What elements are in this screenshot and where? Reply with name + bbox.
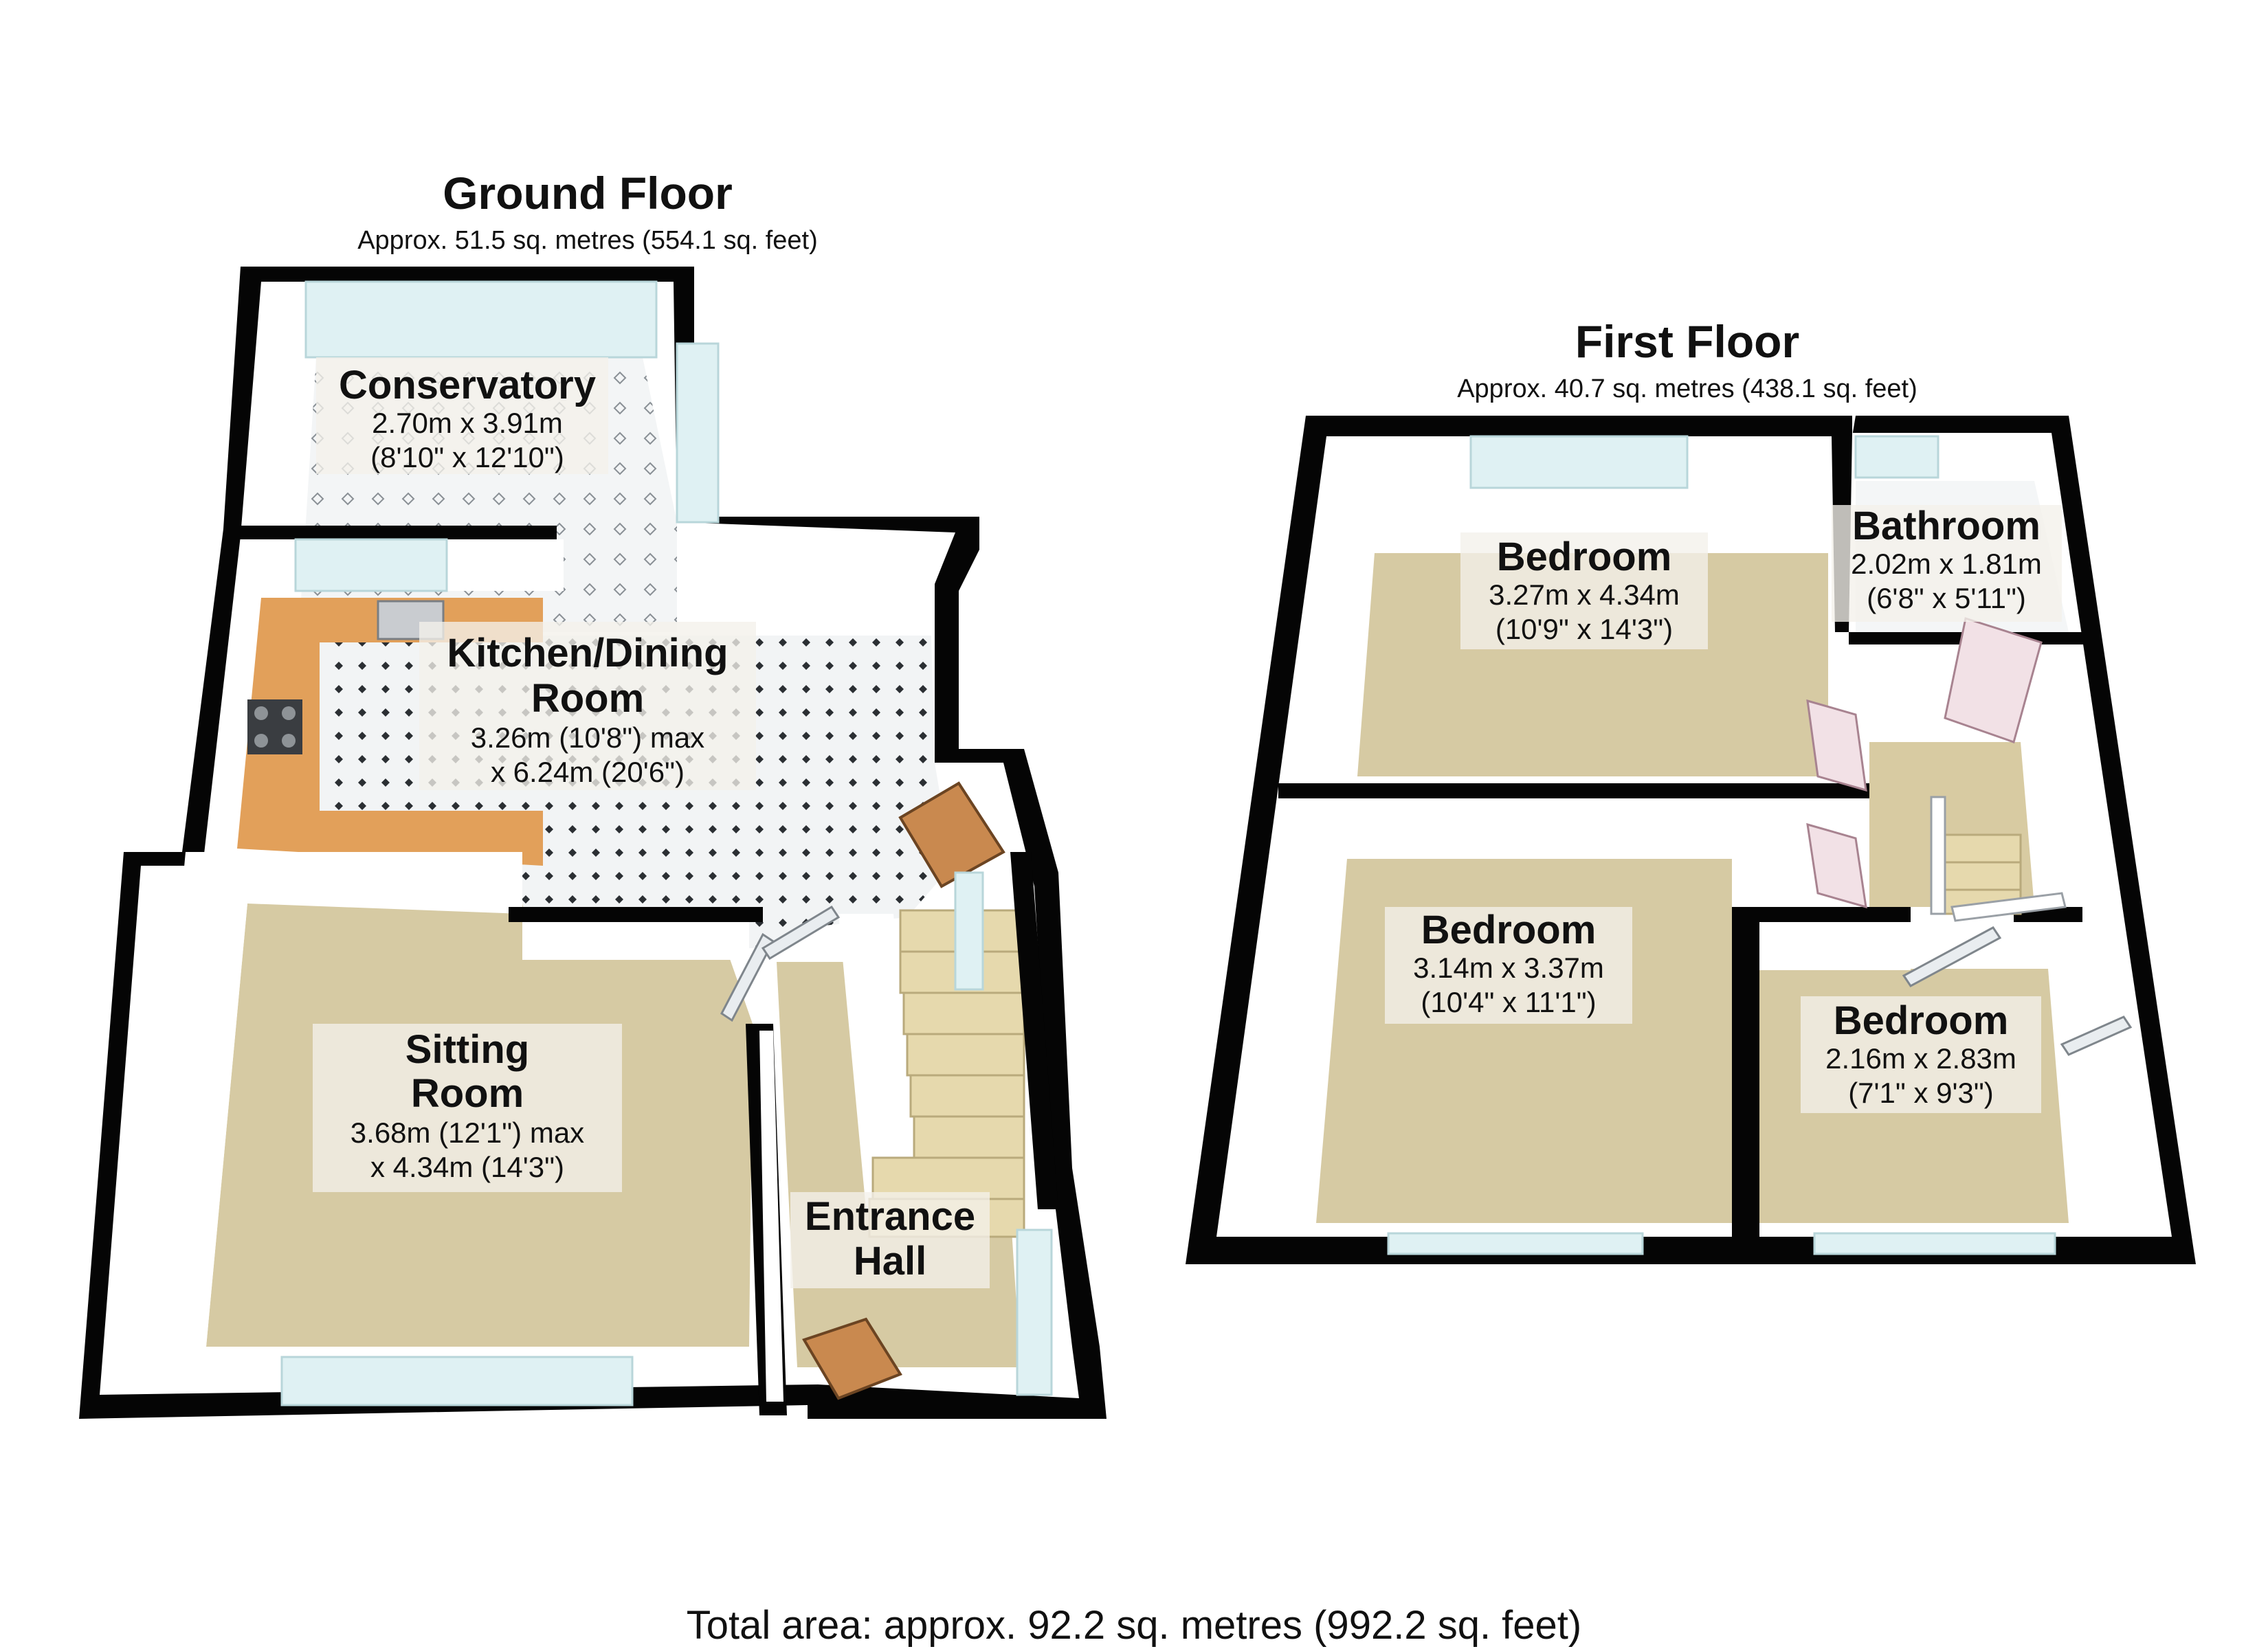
bedroom-1-dim-metric: 3.27m x 4.34m xyxy=(1489,579,1680,611)
ground-floor-area: Approx. 51.5 sq. metres (554.1 sq. feet) xyxy=(357,226,818,255)
conservatory-kitchen-wall xyxy=(227,526,557,539)
bedroom-3-window xyxy=(1813,1232,2056,1255)
entrance-hall-label: Entrance Hall xyxy=(790,1192,990,1288)
kitchen-side-window xyxy=(954,871,984,991)
kitchen-window xyxy=(294,538,448,592)
kitchen-dining-name-line2: Room xyxy=(531,676,644,721)
ground-floor: Ground Floor Approx. 51.5 sq. metres (55… xyxy=(79,168,1107,1419)
bedroom-2-window xyxy=(1387,1232,1644,1255)
conservatory-dim-metric: 2.70m x 3.91m xyxy=(372,407,563,439)
entrance-hall-name-line1: Entrance xyxy=(805,1194,975,1239)
conservatory-dim-imperial: (8'10" x 12'10") xyxy=(370,441,564,473)
kitchen-dining-dim-line2: x 6.24m (20'6") xyxy=(491,756,685,788)
bedroom-2-3-wall xyxy=(1732,907,1759,1264)
bedroom-3-name: Bedroom xyxy=(1834,998,2009,1043)
sitting-hall-wall-face xyxy=(759,1031,783,1402)
bedroom-1-door xyxy=(1806,699,1867,792)
bedroom-1-name: Bedroom xyxy=(1497,535,1672,579)
sitting-room-name-line1: Sitting xyxy=(405,1027,529,1072)
sitting-room-window xyxy=(280,1356,634,1406)
cupboard-door xyxy=(2060,1016,2133,1056)
conservatory-window xyxy=(304,280,658,359)
bedroom-2-name: Bedroom xyxy=(1421,908,1597,952)
bedroom-2-dim-imperial: (10'4" x 11'1") xyxy=(1421,986,1596,1018)
bedroom-3-top-wall xyxy=(1732,907,1911,922)
sitting-room-inner-wall-face xyxy=(522,922,749,960)
sitting-room-label: Sitting Room 3.68m (12'1") max x 4.34m (… xyxy=(313,1024,622,1192)
bedroom-3-dim-metric: 2.16m x 2.83m xyxy=(1825,1042,2016,1075)
entrance-hall-name-line2: Hall xyxy=(854,1239,926,1283)
total-area: Total area: approx. 92.2 sq. metres (992… xyxy=(687,1603,1581,1648)
bedroom-3-label: Bedroom 2.16m x 2.83m (7'1" x 9'3") xyxy=(1801,996,2041,1113)
kitchen-back-door xyxy=(898,781,1005,888)
bedroom-2-label: Bedroom 3.14m x 3.37m (10'4" x 11'1") xyxy=(1385,907,1632,1024)
hall-side-window xyxy=(1016,1229,1053,1396)
bedroom-1-dim-imperial: (10'9" x 14'3") xyxy=(1496,613,1673,645)
kitchen-hob xyxy=(247,699,302,754)
bedroom-2-dim-metric: 3.14m x 3.37m xyxy=(1413,952,1604,984)
kitchen-upper-wall-face xyxy=(447,539,564,591)
bathroom-dim-imperial: (6'8" x 5'11") xyxy=(1867,582,2026,614)
kitchen-worktop xyxy=(237,598,543,866)
sitting-room-dim-line1: 3.68m (12'1") max xyxy=(351,1117,584,1149)
ground-floor-title: Ground Floor xyxy=(443,168,733,218)
bathroom-label: Bathroom 2.02m x 1.81m (6'8" x 5'11") xyxy=(1832,504,2062,622)
bedroom-1-label: Bedroom 3.27m x 4.34m (10'9" x 14'3") xyxy=(1460,532,1708,649)
kitchen-dining-name-line1: Kitchen/Dining xyxy=(447,631,728,675)
bedroom-3-dim-imperial: (7'1" x 9'3") xyxy=(1848,1077,1994,1109)
sitting-room-dim-line2: x 4.34m (14'3") xyxy=(370,1151,564,1183)
conservatory-label: Conservatory 2.70m x 3.91m (8'10" x 12'1… xyxy=(316,357,608,474)
bedroom-3-wall-face xyxy=(1759,922,1911,970)
kitchen-dining-label: Kitchen/Dining Room 3.26m (10'8") max x … xyxy=(419,622,756,790)
bathroom-name: Bathroom xyxy=(1852,504,2041,548)
first-floor-title: First Floor xyxy=(1575,316,1799,367)
bedroom-divider-wall xyxy=(1278,783,1869,798)
bathroom-window xyxy=(1854,435,1939,479)
kitchen-hall-door xyxy=(761,905,841,961)
sitting-room-name-line2: Room xyxy=(411,1071,524,1116)
conservatory-side-window xyxy=(676,342,720,524)
conservatory-name: Conservatory xyxy=(339,363,596,407)
first-floor-staircase xyxy=(1930,796,2067,922)
bedroom-2-door xyxy=(1806,822,1867,909)
sitting-room-kitchen-wall xyxy=(509,907,763,922)
bedroom-1-window xyxy=(1469,435,1689,489)
bathroom-door xyxy=(1944,617,2043,743)
bathroom-dim-metric: 2.02m x 1.81m xyxy=(1851,548,2042,580)
first-floor: First Floor Approx. 40.7 sq. metres (438… xyxy=(1186,316,2196,1264)
sitting-room-wall-faces xyxy=(137,852,522,1374)
first-floor-area: Approx. 40.7 sq. metres (438.1 sq. feet) xyxy=(1457,374,1917,403)
bedroom-3-door xyxy=(1902,926,2002,987)
front-door xyxy=(802,1317,902,1400)
kitchen-dining-dim-line1: 3.26m (10'8") max xyxy=(471,721,704,754)
bedroom-divider-wall-face xyxy=(1292,798,1863,860)
